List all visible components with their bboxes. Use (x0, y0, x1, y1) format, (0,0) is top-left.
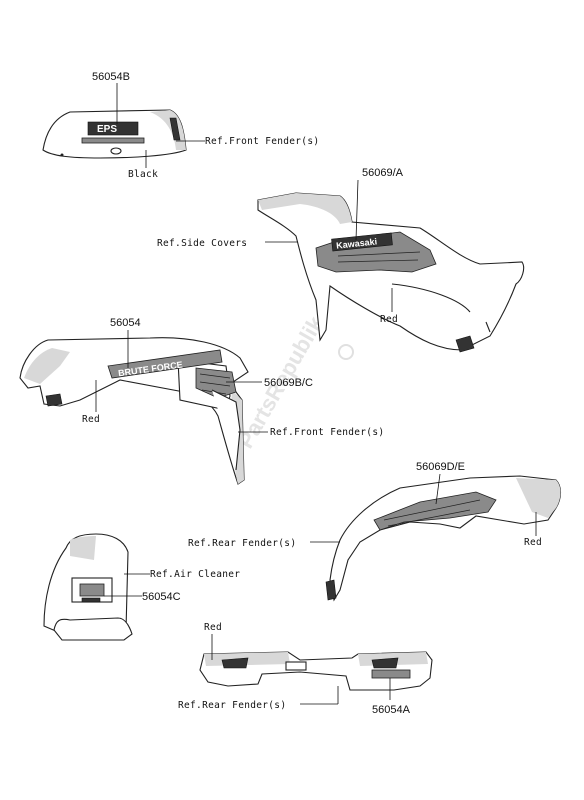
label-red-side: Red (380, 314, 398, 325)
label-red-front: Red (82, 414, 100, 425)
label-ref-rear-fender-mid: Ref.Rear Fender(s) (188, 538, 296, 549)
label-ref-side-covers: Ref.Side Covers (157, 238, 247, 249)
part-side-cover: Kawasaki (257, 192, 525, 353)
label-ref-rear-fender-bottom: Ref.Rear Fender(s) (178, 700, 286, 711)
label-ref-front-fender-mid: Ref.Front Fender(s) (270, 427, 384, 438)
svg-text:Kawasaki: Kawasaki (336, 236, 378, 250)
svg-text:EPS: EPS (97, 124, 117, 135)
part-front-fender-cap: EPS (42, 109, 187, 159)
part-rear-bumper (199, 651, 433, 691)
label-ref-front-fender-top: Ref.Front Fender(s) (205, 136, 319, 147)
label-black: Black (128, 169, 158, 180)
part-air-cleaner-cover (43, 533, 133, 641)
label-56069A: 56069/A (362, 167, 404, 179)
label-56069BC: 56069B/C (264, 377, 313, 389)
label-red-rear: Red (524, 537, 542, 548)
label-56054C: 56054C (142, 591, 181, 603)
part-rear-fender (325, 475, 562, 602)
label-red-bottom: Red (204, 622, 222, 633)
watermark-logo-icon (338, 344, 354, 360)
label-56054B: 56054B (92, 71, 130, 83)
eps-decal (87, 121, 139, 136)
label-ref-air-cleaner: Ref.Air Cleaner (150, 569, 240, 580)
label-56069DE: 56069D/E (416, 461, 465, 473)
label-56054A: 56054A (372, 704, 411, 716)
label-56054: 56054 (110, 317, 141, 329)
part-front-fender: BRUTE FORCE (19, 337, 249, 485)
